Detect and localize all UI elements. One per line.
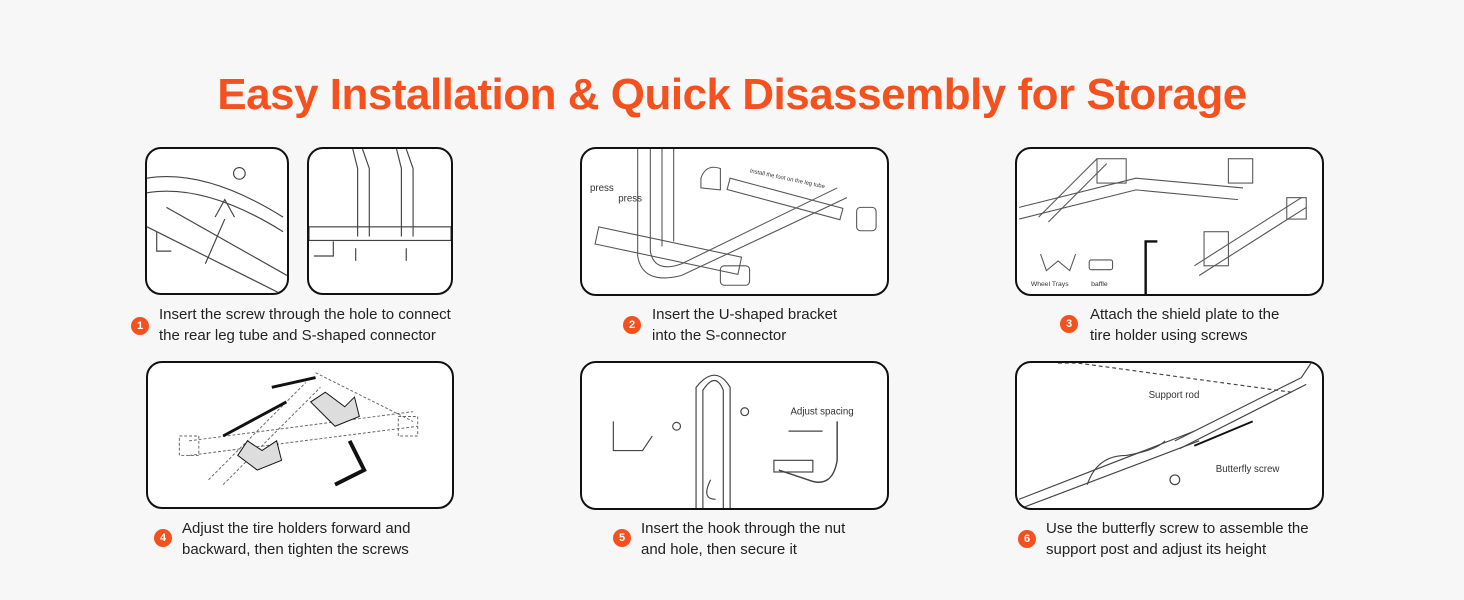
caption-line: into the S-connector (652, 327, 787, 344)
step-badge: 2 (623, 316, 641, 334)
caption-line: Insert the screw through the hole to con… (159, 306, 451, 323)
step-6-caption: Use the butterfly screw to assemble the s… (1046, 518, 1309, 560)
step-4-diagram (146, 361, 454, 509)
foot-label: Install the foot on the leg tube (749, 168, 825, 190)
adjust-spacing-label: Adjust spacing (790, 407, 853, 418)
step-badge: 3 (1060, 315, 1078, 333)
caption-line: Adjust the tire holders forward and (182, 520, 411, 537)
step-5-caption: Insert the hook through the nut and hole,… (641, 518, 845, 560)
step-badge: 1 (131, 317, 149, 335)
caption-line: Insert the hook through the nut (641, 520, 846, 537)
step-2-caption: Insert the U-shaped bracket into the S-co… (652, 304, 837, 346)
step-badge: 6 (1018, 530, 1036, 548)
step-2-diagram: press press Install the foot on the leg … (580, 147, 889, 296)
step-4-caption: Adjust the tire holders forward and backw… (182, 518, 410, 560)
step-badge: 4 (154, 529, 172, 547)
caption-line: backward, then tighten the screws (182, 541, 409, 558)
step-5-diagram: Adjust spacing (580, 361, 889, 510)
step-6-diagram: Support rod Butterfly screw (1015, 361, 1324, 510)
caption-line: Use the butterfly screw to assemble the (1046, 520, 1309, 537)
page-title: Easy Installation & Quick Disassembly fo… (217, 70, 1247, 119)
step-1-caption: Insert the screw through the hole to con… (159, 304, 451, 346)
caption-line: and hole, then secure it (641, 541, 797, 558)
step-3-diagram: Wheel Trays baffle (1015, 147, 1324, 296)
caption-line: Attach the shield plate to the (1090, 306, 1280, 323)
wheel-trays-label: Wheel Trays (1031, 281, 1069, 288)
caption-line: support post and adjust its height (1046, 541, 1267, 558)
caption-line: tire holder using screws (1090, 327, 1248, 344)
baffle-label: baffle (1091, 281, 1108, 288)
step-badge: 5 (613, 529, 631, 547)
step-1-diagram-b (307, 147, 453, 295)
step-3-caption: Attach the shield plate to the tire holde… (1090, 304, 1279, 346)
support-rod-label: Support rod (1149, 390, 1200, 401)
step-1-diagram-a (145, 147, 289, 295)
caption-line: the rear leg tube and S-shaped connector (159, 327, 436, 344)
butterfly-screw-label: Butterfly screw (1216, 464, 1281, 475)
caption-line: Insert the U-shaped bracket (652, 306, 838, 323)
press-label: press (590, 183, 614, 194)
press-label: press (618, 194, 642, 205)
